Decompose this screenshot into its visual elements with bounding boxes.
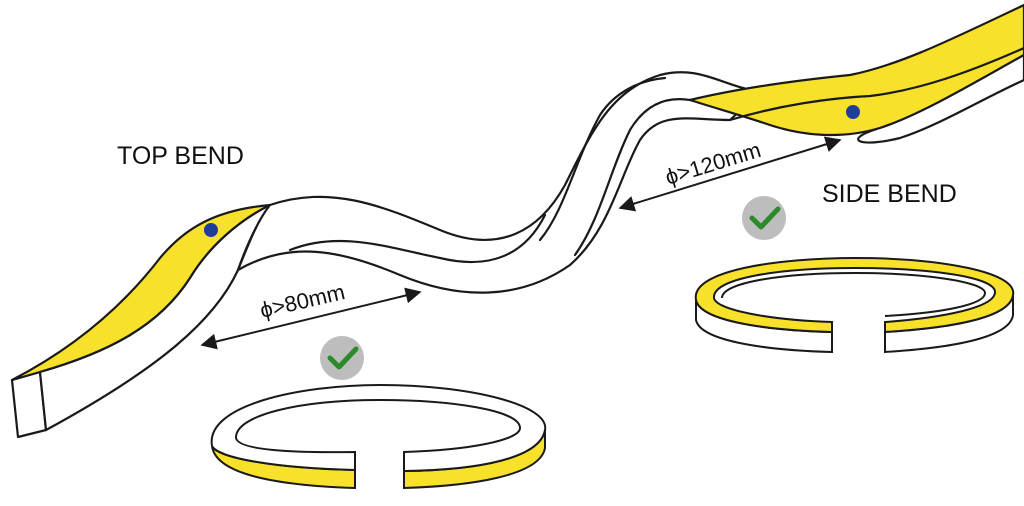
strip-fold-line — [573, 98, 692, 257]
neon-strip — [10, 3, 1024, 439]
side-bend-dimension-arrow — [618, 136, 842, 212]
strip-white-middle — [236, 71, 762, 294]
strip-white-face-right — [857, 53, 1024, 144]
side-bend-title: SIDE BEND — [822, 180, 957, 208]
led-dot-right — [846, 105, 860, 119]
top-bend-dimension-arrow — [200, 287, 422, 350]
led-dot-left — [204, 223, 218, 237]
ring-top-face — [210, 383, 547, 473]
top-bend-title: TOP BEND — [117, 142, 244, 170]
ring-top-face-yellow — [694, 256, 1015, 334]
checkmark-icon — [320, 336, 364, 380]
strip-fold-line — [538, 76, 667, 242]
side-bend-radius-label: ϕ>120mm — [662, 137, 764, 190]
strip-outer-edge-right — [728, 46, 1024, 122]
top-bend-ring — [210, 383, 547, 490]
ring-inner-edge — [721, 271, 987, 317]
checkmark-icon — [742, 196, 786, 240]
strip-fold-line — [288, 213, 547, 264]
top-bend-radius-label: ϕ>80mm — [258, 279, 348, 323]
strip-white-face-left — [38, 203, 272, 432]
side-bend-ring — [694, 256, 1015, 354]
